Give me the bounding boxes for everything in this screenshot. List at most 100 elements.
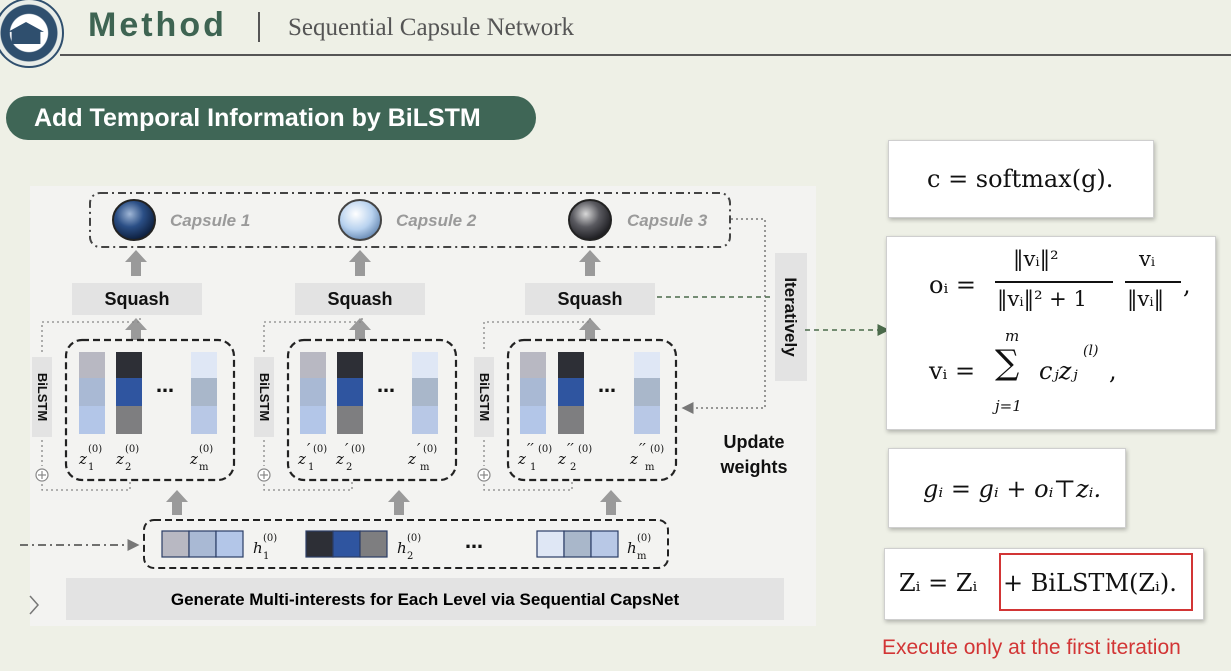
update-label-1: Update [723,432,784,452]
svg-text:m: m [645,462,655,473]
bilstm-label-2: BiLSTM [257,373,272,421]
svg-text:1: 1 [308,462,314,473]
svg-text:(0): (0) [578,444,592,455]
capsule-1-icon [112,199,156,241]
group-to-squash-arrows [125,318,601,340]
group-3-labels: z′′(0)1 z′′(0)2 z′′(0)m [517,440,664,473]
svg-text:(0): (0) [263,533,277,544]
svg-text:m: m [420,462,430,473]
z-label: z [189,450,198,468]
z-label: z [297,450,306,468]
z-label: z [557,450,566,468]
group-2-labels: z′(0)1 z′(0)2 z′(0)m [297,440,437,473]
svg-text:′′: ′′ [639,440,646,458]
squash-box-2 [295,283,425,315]
svg-text:2: 2 [570,462,576,473]
bilstm-box-3 [474,357,494,437]
iteratively-label: Iteratively [781,277,800,357]
nav-chevron-icon [29,595,40,615]
group-1-ellipsis: … [156,376,174,397]
feedback-loop-line [681,218,766,414]
z-label: z [629,450,638,468]
svg-text:2: 2 [407,551,413,562]
h1-label: h [253,539,263,557]
group-2-ellipsis: … [377,376,395,397]
svg-text:′′: ′′ [527,440,534,458]
svg-text:(0): (0) [125,444,139,455]
squash-to-capsule-arrows [125,250,601,276]
highlight-box [999,553,1193,611]
update-label-2: weights [719,457,787,477]
squash-label-2: Squash [327,289,392,309]
bilstm-loops [41,318,591,491]
svg-text:′: ′ [345,440,349,458]
svg-text:m: m [637,551,647,562]
hm-label: h [627,539,637,557]
svg-text:(0): (0) [88,444,102,455]
slide-subtitle: Sequential Capsule Network [288,14,575,41]
capsule-container [89,192,731,248]
svg-text:m: m [199,462,209,473]
group-2-vectors [300,352,438,434]
svg-text:1: 1 [88,462,94,473]
group-box-3 [506,338,678,482]
formula-update-g: gᵢ = gᵢ + oᵢ⊤zᵢ. [888,448,1126,528]
bilstm-label-1: BiLSTM [35,373,50,421]
group-3-vectors [520,352,660,434]
svg-text:′: ′ [307,440,311,458]
z-label: z [517,450,526,468]
svg-text:(0): (0) [650,444,664,455]
squash-box-3 [525,283,655,315]
hidden-to-group-arrows [166,490,622,515]
capsule-2-label: Capsule 2 [396,211,477,230]
group-box-2 [286,338,458,482]
footer-box [66,578,784,620]
svg-text:1: 1 [263,551,269,562]
capsule-1-label: Capsule 1 [170,211,250,230]
bilstm-box-1 [32,357,52,437]
group-1-vectors [79,352,217,434]
svg-text:′: ′ [417,440,421,458]
bilstm-box-2 [254,357,274,437]
z-label: z [78,450,87,468]
title-separator [258,12,260,42]
svg-text:1: 1 [530,462,536,473]
section-title-pill: Add Temporal Information by BiLSTM [6,96,536,140]
squash-label-1: Squash [104,289,169,309]
svg-text:2: 2 [125,462,131,473]
hidden-ellipsis: … [465,532,483,553]
z-label: z [115,450,124,468]
group-3-ellipsis: … [598,376,616,397]
squash-label-3: Squash [557,289,622,309]
group-box-1 [64,338,236,482]
logo-building-icon [8,22,44,44]
bilstm-label-3: BiLSTM [477,373,492,421]
group-1-labels: z(0)1 z(0)2 z(0)m [78,444,213,473]
capsule-3-icon [568,199,612,241]
hidden-container [143,519,669,569]
formula-softmax: c = softmax(g). [888,140,1154,218]
svg-text:(0): (0) [407,533,421,544]
footer-label: Generate Multi-interests for Each Level … [171,590,680,609]
capsule-3-label: Capsule 3 [627,211,708,230]
capsule-2-icon [338,199,382,241]
svg-text:′′: ′′ [567,440,574,458]
iteratively-box [775,253,807,381]
svg-text:(0): (0) [199,444,213,455]
formula-bilstm: Zᵢ = Zᵢ + BiLSTM(Zᵢ). [884,548,1204,620]
svg-text:(0): (0) [538,444,552,455]
svg-text:(0): (0) [423,444,437,455]
svg-text:2: 2 [346,462,352,473]
header-rule [60,54,1231,56]
svg-text:(0): (0) [313,444,327,455]
slide-title: Method [88,6,227,44]
squash-box-1 [72,283,202,315]
svg-text:(0): (0) [351,444,365,455]
z-label: z [407,450,416,468]
hidden-vectors [161,530,619,558]
execution-note: Execute only at the first iteration [882,636,1181,659]
formula-squash: oᵢ = ‖vᵢ‖² ‖vᵢ‖² + 1 vᵢ ‖vᵢ‖ , vᵢ = m ∑ … [886,236,1216,430]
h2-label: h [397,539,407,557]
svg-text:(0): (0) [637,533,651,544]
